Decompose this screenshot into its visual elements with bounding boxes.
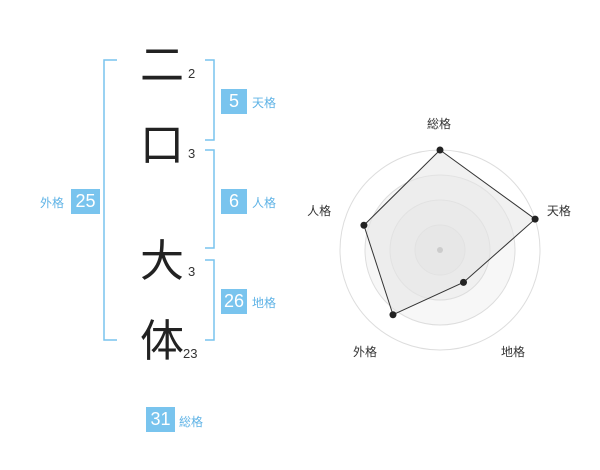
name-char-4: 体 [140,316,184,367]
radar-polygon [363,149,536,316]
name-char-2: 口 [140,120,184,171]
tenkaku-value: 5 [221,89,247,114]
gaikaku-value: 25 [71,189,100,214]
jinkaku-bracket [205,149,215,249]
soukaku-value: 31 [146,407,175,432]
gaikaku-label: 外格 [40,196,65,210]
stroke-count-2: 3 [188,146,196,161]
jinkaku-label: 人格 [252,196,277,210]
name-char-3: 大 [140,236,184,287]
radar-axis-label-0: 総格 [427,117,452,131]
radar-axis-label-2: 地格 [501,344,526,359]
tenkaku-label: 天格 [252,96,277,110]
stroke-count-4: 23 [183,346,198,361]
chikaku-bracket [205,259,215,341]
radar-point-1 [531,215,539,223]
jinkaku-value: 6 [221,189,247,214]
radar-axis-label-4: 人格 [307,204,332,219]
radar-point-3 [389,311,397,319]
radar-axis-label-1: 天格 [546,204,571,219]
stroke-count-3: 3 [188,264,196,279]
radar-point-4 [360,221,368,229]
radar-point-0 [436,146,444,154]
radar-axis-label-3: 外格 [352,344,377,359]
chikaku-label: 地格 [252,296,277,310]
soukaku-label: 総格 [179,415,204,429]
radar-point-2 [460,278,468,286]
chikaku-value: 26 [221,289,247,314]
gaikaku-bracket [103,59,117,341]
stroke-count-1: 2 [188,66,196,81]
radar-center [437,247,443,253]
tenkaku-bracket [205,59,215,141]
name-char-1: 二 [140,40,184,91]
